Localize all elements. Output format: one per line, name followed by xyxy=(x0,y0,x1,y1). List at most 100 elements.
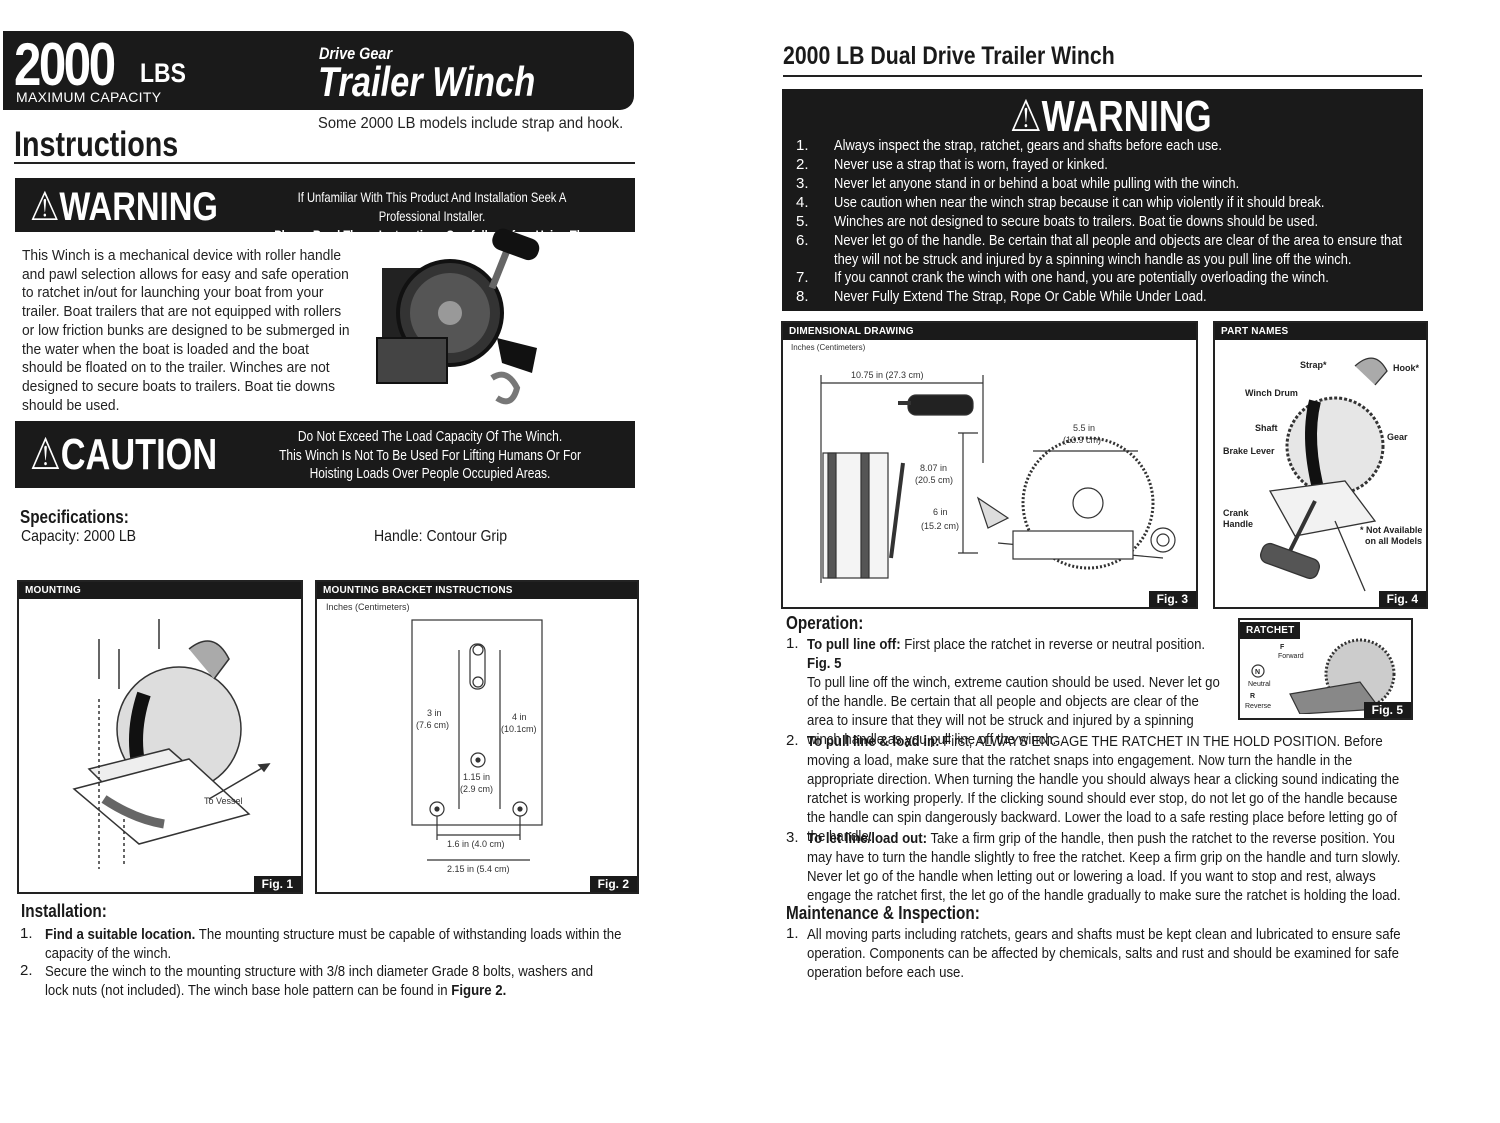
spec-capacity: Capacity: 2000 LB xyxy=(21,528,137,545)
figure-ratchet: RATCHET F Forward N Neutral R Reverse Fi… xyxy=(1238,618,1413,720)
item-bold: Fig. 5 xyxy=(807,655,842,672)
dim-3cm: (7.6 cm) xyxy=(416,720,449,730)
installation-item: Secure the winch to the mounting structu… xyxy=(45,962,604,1000)
item-text: First place the ratchet in reverse or ne… xyxy=(900,636,1206,653)
figure-tag: Fig. 4 xyxy=(1378,591,1426,607)
item-bold: Figure 2. xyxy=(451,982,507,999)
list-number: 3. xyxy=(796,175,809,192)
warning-title: ⚠WARNING xyxy=(30,184,218,230)
product-kicker: Drive Gear xyxy=(319,44,393,63)
dim-807cm: (20.5 cm) xyxy=(915,475,953,485)
note-all-models: on all Models xyxy=(1365,536,1422,546)
caution-line: This Winch Is Not To Be Used For Lifting… xyxy=(279,446,581,464)
product-name: Trailer Winch xyxy=(318,58,536,105)
warning-triangle-icon: ⚠ xyxy=(30,430,61,479)
warning-item: Never Fully Extend The Strap, Rope Or Ca… xyxy=(834,288,1207,305)
list-number: 3. xyxy=(786,829,799,846)
divider xyxy=(783,75,1422,77)
dim-115cm: (2.9 cm) xyxy=(460,784,493,794)
intro-paragraph: This Winch is a mechanical device with r… xyxy=(22,247,350,414)
label-strap: Strap* xyxy=(1300,360,1327,370)
mounting-illustration: To Vessel xyxy=(72,619,271,869)
page-title: 2000 LB Dual Drive Trailer Winch xyxy=(783,42,1115,70)
figure-header: PART NAMES xyxy=(1215,323,1426,340)
ratchet-neutral: Neutral xyxy=(1248,681,1271,688)
figure-part-names: PART NAMES Strap* Hook* Winch Drum Shaft… xyxy=(1213,321,1428,609)
item-bold: To pull line & load in: xyxy=(807,733,940,750)
list-number: 8. xyxy=(796,288,809,305)
operation-item: To pull line & load in: First, ALWAYS EN… xyxy=(807,732,1410,846)
maintenance-heading: Maintenance & Inspection: xyxy=(786,903,980,923)
title-banner xyxy=(3,31,634,110)
label-crank: Crank xyxy=(1223,508,1250,518)
maintenance-item: All moving parts including ratchets, gea… xyxy=(807,926,1401,981)
dim-215: 2.15 in (5.4 cm) xyxy=(447,864,510,874)
list-number: 4. xyxy=(796,194,809,211)
warning-list: 1.Always inspect the strap, ratchet, gea… xyxy=(796,137,1416,307)
list-number: 1. xyxy=(796,137,809,154)
list-number: 1. xyxy=(786,925,799,942)
ratchet-f: F xyxy=(1280,644,1285,651)
warning-item: Never use a strap that is worn, frayed o… xyxy=(834,156,1108,173)
list-number: 6. xyxy=(796,232,809,249)
operation-heading: Operation: xyxy=(786,613,864,633)
label-winch-drum: Winch Drum xyxy=(1245,388,1298,398)
warning-box xyxy=(782,89,1423,311)
dim-6cm: (15.2 cm) xyxy=(921,521,959,531)
dim-3in: 3 in xyxy=(427,708,442,718)
warning-box xyxy=(15,178,635,232)
figure-header: MOUNTING xyxy=(19,582,301,599)
ratchet-illustration: F Forward N Neutral R Reverse xyxy=(1245,638,1396,714)
warning-triangle-icon: ⚠ xyxy=(1010,92,1042,141)
dim-1075: 10.75 in (27.3 cm) xyxy=(851,370,924,380)
list-number: 2. xyxy=(796,156,809,173)
warning-item: If you cannot crank the winch with one h… xyxy=(834,269,1329,286)
dim-4in: 4 in xyxy=(512,712,527,722)
units-note: Inches (Centimeters) xyxy=(326,602,410,612)
figure-tag: Fig. 3 xyxy=(1148,591,1196,607)
operation-item: To pull line off: First place the ratche… xyxy=(807,635,1225,749)
winch-product-image xyxy=(376,228,540,405)
ratchet-reverse: Reverse xyxy=(1245,703,1271,710)
dim-55in: 5.5 in xyxy=(1073,423,1095,433)
list-number: 5. xyxy=(796,213,809,230)
divider xyxy=(14,162,635,164)
warning-item: Never let anyone stand in or behind a bo… xyxy=(834,175,1240,192)
ratchet-n: N xyxy=(1255,669,1260,676)
capacity-caption: MAXIMUM CAPACITY xyxy=(16,89,162,105)
figure-dimensional-drawing: DIMENSIONAL DRAWING Inches (Centimeters) xyxy=(781,321,1198,609)
to-vessel-label: To Vessel xyxy=(204,796,243,806)
warning-label: WARNING xyxy=(59,185,218,229)
item-text: The mounting structure must be capable o… xyxy=(45,926,622,962)
label-gear: Gear xyxy=(1387,432,1408,442)
installation-heading: Installation: xyxy=(21,901,107,921)
part-names-illustration: Strap* Hook* Winch Drum Shaft Gear Brake… xyxy=(1223,357,1422,592)
figure-header: MOUNTING BRACKET INSTRUCTIONS xyxy=(317,582,637,599)
caution-box xyxy=(15,421,635,488)
item-text: First, ALWAYS ENGAGE THE RATCHET IN THE … xyxy=(807,733,1400,845)
strap-note: Some 2000 LB models include strap and ho… xyxy=(318,115,624,132)
item-bold: To let line/load out: xyxy=(807,830,928,847)
units-note: Inches (Centimeters) xyxy=(791,343,866,352)
label-brake-lever: Brake Lever xyxy=(1223,446,1275,456)
caution-text: Do Not Exceed The Load Capacity Of The W… xyxy=(262,428,598,484)
item-bold: Find a suitable location. xyxy=(45,926,196,943)
list-number: 2. xyxy=(20,962,33,979)
warning-title: ⚠WARNING xyxy=(1010,91,1212,142)
dim-6in: 6 in xyxy=(933,507,948,517)
warning-triangle-icon: ⚠ xyxy=(30,185,60,229)
dim-55cm: (13.9 cm) xyxy=(1063,435,1101,445)
figure-header: RATCHET xyxy=(1240,622,1301,639)
instructions-heading: Instructions xyxy=(14,125,179,164)
operation-item: To let line/load out: Take a firm grip o… xyxy=(807,829,1410,905)
caution-line: Hoisting Loads Over People Occupied Area… xyxy=(309,465,551,482)
ratchet-forward: Forward xyxy=(1278,653,1304,660)
figure-tag: Fig. 2 xyxy=(589,876,637,892)
spec-handle: Handle: Contour Grip xyxy=(374,528,508,545)
figure-mounting: MOUNTING To Vessel Fig. 1 xyxy=(17,580,303,894)
dim-115in: 1.15 in xyxy=(463,772,490,782)
bracket-drawing: 3 in (7.6 cm) 4 in (10.1cm) 1.15 in (2.9… xyxy=(411,619,543,874)
dim-4cm: (10.1cm) xyxy=(501,724,537,734)
caution-line: Do Not Exceed The Load Capacity Of The W… xyxy=(297,428,563,445)
capacity-unit: LBS xyxy=(140,58,186,88)
